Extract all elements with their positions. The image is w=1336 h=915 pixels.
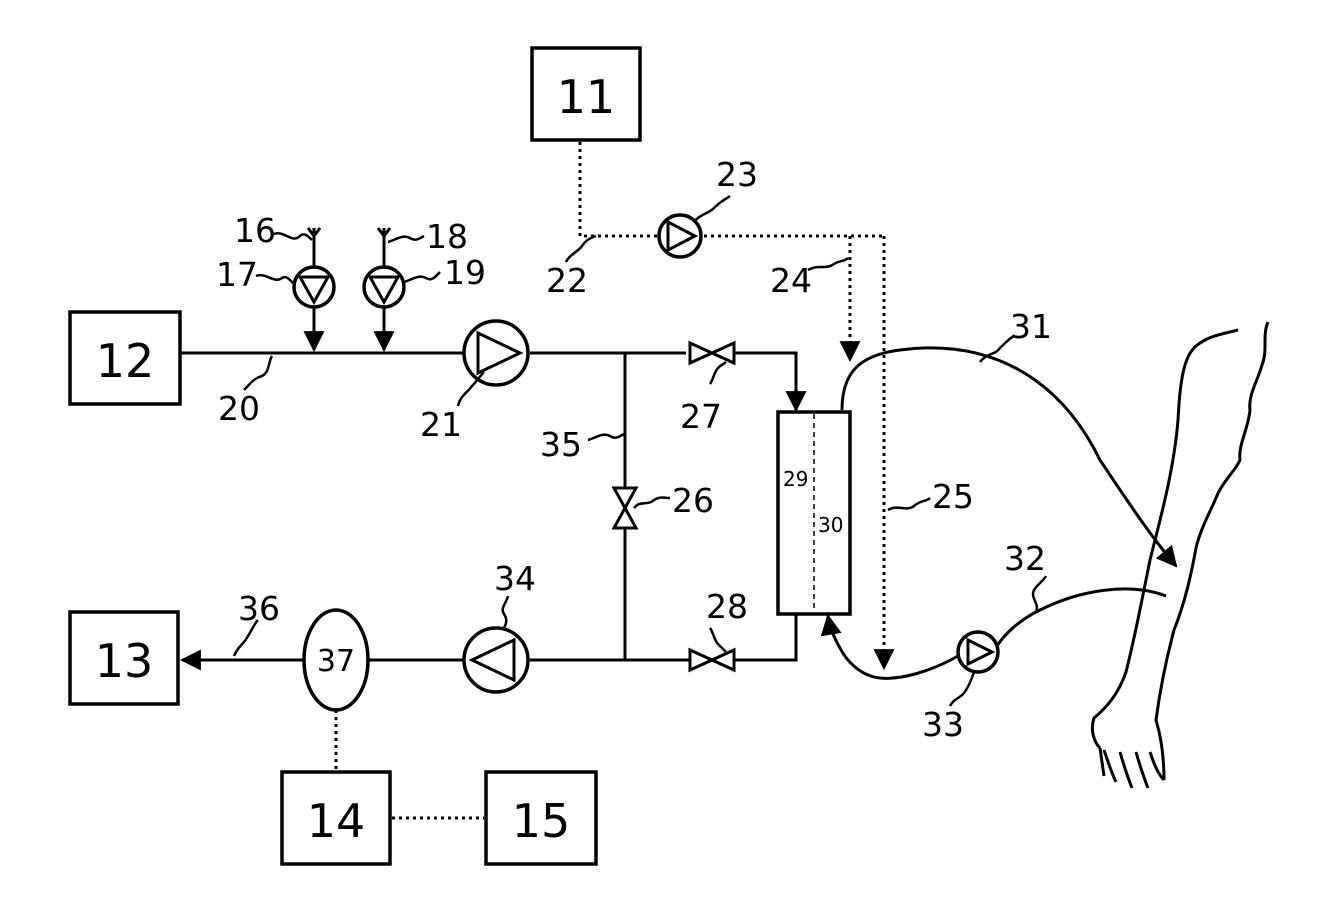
label-18: 18 (426, 217, 468, 256)
label-23: 23 (716, 155, 758, 194)
label-22: 22 (546, 261, 588, 300)
valve-27 (690, 343, 734, 363)
leader-24 (808, 258, 848, 270)
leader-26 (634, 498, 670, 509)
label-19: 19 (444, 253, 486, 292)
sensor-37-label: 37 (317, 644, 355, 679)
arm-outline-outer (1156, 322, 1268, 780)
blood-line-31 (842, 348, 1176, 566)
blood-line-32 (996, 589, 1166, 648)
label-30: 30 (818, 513, 843, 537)
box-11-label: 11 (557, 70, 616, 124)
box-14-label: 14 (307, 794, 366, 848)
leader-28 (710, 628, 726, 652)
box-13-label: 13 (95, 634, 154, 688)
label-29: 29 (783, 467, 808, 491)
hand-fingers (1100, 748, 1164, 788)
leader-25 (888, 498, 930, 510)
label-20: 20 (218, 389, 260, 428)
label-16: 16 (234, 211, 276, 250)
leader-19 (404, 272, 440, 282)
dotted-line-11-down (580, 142, 658, 236)
label-28: 28 (706, 587, 748, 626)
label-27: 27 (680, 397, 722, 436)
leader-34 (503, 596, 508, 628)
leader-33 (950, 672, 974, 706)
label-31: 31 (1010, 307, 1052, 346)
leader-20 (244, 356, 272, 390)
label-21: 21 (420, 405, 462, 444)
valve-26 (614, 488, 636, 528)
leader-16 (274, 233, 312, 240)
label-24: 24 (770, 261, 812, 300)
label-25: 25 (932, 477, 974, 516)
leader-23 (694, 196, 730, 222)
label-33: 33 (922, 705, 964, 744)
leader-18 (388, 236, 424, 242)
valve-28 (690, 650, 734, 670)
label-35: 35 (540, 425, 582, 464)
blood-line-33-to-dialyzer (828, 616, 958, 678)
leader-22 (566, 236, 596, 262)
line-27-to-dialyzer (734, 353, 796, 410)
label-32: 32 (1004, 539, 1046, 578)
arm-outline-inner (1092, 330, 1238, 748)
box-12-label: 12 (96, 334, 155, 388)
leader-27 (710, 362, 726, 384)
box-15-label: 15 (512, 794, 571, 848)
leader-35 (588, 434, 624, 440)
label-34: 34 (494, 559, 536, 598)
leader-17 (256, 275, 294, 284)
leader-21 (458, 372, 484, 406)
label-17: 17 (216, 255, 258, 294)
label-36: 36 (238, 589, 280, 628)
label-26: 26 (672, 481, 714, 520)
